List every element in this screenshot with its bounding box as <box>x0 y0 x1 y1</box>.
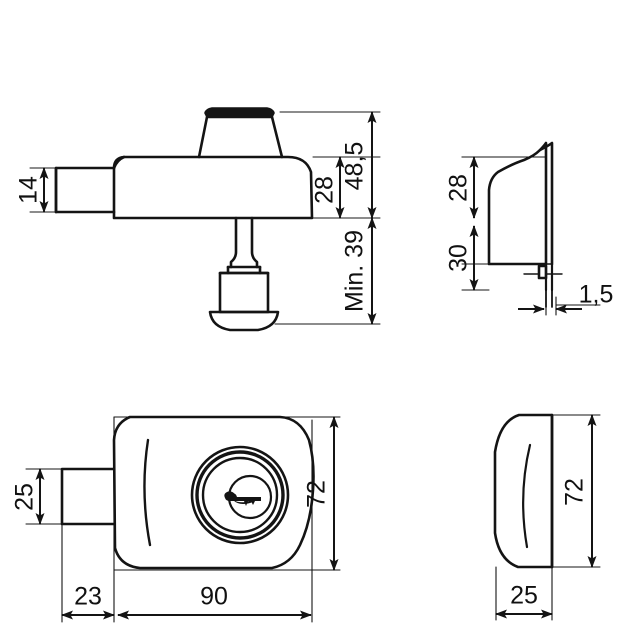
cylinder-flange <box>208 310 280 332</box>
end-profile-nib <box>538 141 554 266</box>
dimension-28-right: 28 <box>445 156 479 219</box>
lock-body-outline-side <box>112 155 314 220</box>
dimension-23: 23 <box>61 583 115 620</box>
dimension-14-label: 14 <box>15 176 43 204</box>
dimension-25-right-label: 25 <box>510 582 538 610</box>
dimension-90-label: 90 <box>200 583 228 611</box>
cylinder-ring-outer <box>190 445 290 545</box>
cylinder-ring-inner <box>201 456 279 534</box>
dimension-30-label: 30 <box>445 244 473 272</box>
dimension-min-39: Min. 39 <box>341 217 377 325</box>
cylinder-stem-left <box>229 216 238 269</box>
keyhole-glyph-accent <box>233 499 254 504</box>
dimension-28-top-label: 28 <box>311 176 339 204</box>
end-profile-outline <box>487 141 548 266</box>
dimension-72-left-label: 72 <box>303 480 331 508</box>
view-top-left-side-elevation <box>29 107 381 332</box>
dimension-30: 30 <box>445 225 479 291</box>
lock-front-body-outline <box>112 415 315 570</box>
cylinder-stem-right <box>250 216 259 269</box>
dimension-48-5: 48,5 <box>341 111 377 219</box>
dimension-1-5-label: 1,5 <box>579 281 614 309</box>
dimension-28-right-label: 28 <box>445 174 473 202</box>
view-bottom-left-front-elevation <box>25 415 341 623</box>
dimension-25-left-label: 25 <box>11 483 39 511</box>
thumbturn-cap <box>204 107 275 118</box>
side-profile-outline <box>493 413 554 569</box>
bolt-outline-front <box>60 467 116 526</box>
side-profile-contour-arc <box>522 443 532 549</box>
dimension-23-label: 23 <box>74 583 102 611</box>
body-contour-arc <box>143 438 152 547</box>
dimension-25-left: 25 <box>11 468 45 525</box>
dimension-90: 90 <box>117 583 312 620</box>
dimension-72-right: 72 <box>561 414 597 568</box>
dimension-25-right: 25 <box>495 582 553 619</box>
dimension-min-39-label: Min. 39 <box>341 230 369 312</box>
cylinder-ring-mid <box>195 450 285 540</box>
dimension-48-5-label: 48,5 <box>341 142 369 191</box>
dimension-1-5: 1,5 <box>518 281 614 314</box>
dimension-72-left: 72 <box>303 416 339 571</box>
plate-thin-extension <box>545 289 553 308</box>
body-corner-detail <box>112 155 126 170</box>
keyhole-icon <box>224 491 261 506</box>
dimension-28-top: 28 <box>311 156 345 219</box>
dimension-72-right-label: 72 <box>561 478 589 506</box>
dimension-14: 14 <box>15 167 49 213</box>
